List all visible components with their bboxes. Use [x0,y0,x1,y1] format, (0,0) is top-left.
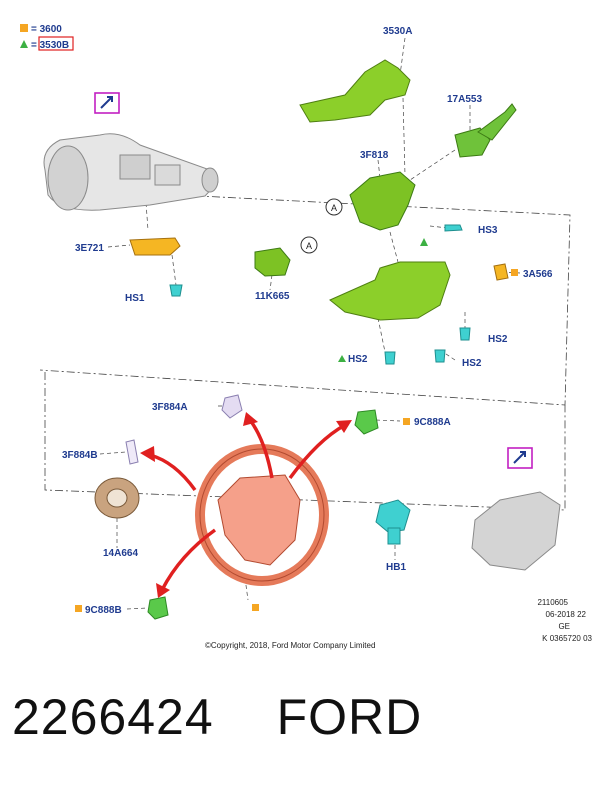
airbag-module-part [471,491,561,571]
label-3f884b: 3F884B [62,450,98,461]
label-hs2-right: HS2 [488,334,508,345]
switch-3f884b-part [125,439,139,465]
red-arrowheads [140,412,352,598]
meta-line-2: 06-2018 22 [546,610,587,619]
legend: = 3600 = 3530B [20,24,74,51]
label-14a664: 14A664 [103,548,138,559]
meta-line-4: K 0365720 03 [542,634,592,643]
clockspring-14a664-part [94,477,140,519]
switch-housing-part [349,171,416,231]
meta-line-3: GE [558,622,570,631]
bolt-hs2c-icon [434,349,446,363]
label-17a553: 17A553 [447,94,482,105]
steering-wheel-square-icon [252,604,259,611]
copyright-text: ©Copyright, 2018, Ford Motor Company Lim… [205,641,375,650]
footer-part-number: 2266424 [12,689,214,745]
meta-block: 2110605 06-2018 22 GE K 0365720 03 [537,598,592,643]
switch-9c888b-part [147,596,169,620]
label-3e721: 3E721 [75,243,104,254]
exploded-parts-diagram: = 3600 = 3530B [20,24,593,650]
legend-highlight-box [38,36,74,51]
airbag-note-icon [507,447,533,469]
label-hs2-bottom: HS2 [462,358,482,369]
bolt-hb1-part [375,499,411,545]
callout-a-circle-1 [325,198,343,216]
label-3a566: 3A566 [523,269,553,280]
label-9c888a: 9C888A [414,417,451,428]
footer-brand: FORD [276,689,423,745]
part-labels: 3530A 17A553 3F818 HS3 3E721 HS1 11K665 … [62,26,553,616]
label-9c888b: 9C888B [85,605,122,616]
footer-caption: 2266424 FORD [12,688,422,746]
bolts [169,224,471,365]
label-3530a: 3530A [383,26,412,37]
lower-shroud-part [329,261,451,321]
clip-3a566-square-icon [511,269,518,276]
label-hb1: HB1 [386,562,406,573]
hs2-triangle-icon [338,355,346,362]
label-11k665: 11K665 [255,291,290,302]
label-hs2-left: HS2 [348,354,368,365]
bolt-hs2b-icon [459,327,471,341]
label-hs3: HS3 [478,225,498,236]
label-3f884a: 3F884A [152,402,188,413]
legend-triangle-icon [20,40,28,48]
switch-3f884a-part [221,394,243,419]
bolt-hs1-icon [169,284,183,297]
callout-a-letter-1: A [331,203,337,213]
switch-9c888b-square-icon [75,605,82,612]
clip-3a566-part [493,263,509,281]
steering-wheel-part [195,444,329,586]
callout-a-circle-2 [300,236,318,254]
bolt-hs3-icon [444,224,463,232]
label-hs1: HS1 [125,293,145,304]
bracket-3e721-part [129,237,181,256]
module-11k665-part [254,247,291,277]
lower-shroud-triangle-icon [420,238,428,246]
multifunction-switch-part [454,103,517,158]
steering-column-illustration [43,133,219,211]
meta-line-1: 2110605 [537,598,568,607]
callout-note-icon [94,92,120,114]
leader-lines [99,37,521,610]
legend-square-text: = 3600 [31,24,62,35]
red-arrows [149,418,346,591]
callout-a-letter-2: A [306,241,312,251]
upper-shroud-part [299,59,411,123]
bolt-hs2a-icon [384,351,396,365]
switch-9c888a-square-icon [403,418,410,425]
legend-square-icon [20,24,28,32]
switch-9c888a-part [354,409,379,435]
label-3f818: 3F818 [360,150,389,161]
legend-triangle-text: = 3530B [31,40,69,51]
